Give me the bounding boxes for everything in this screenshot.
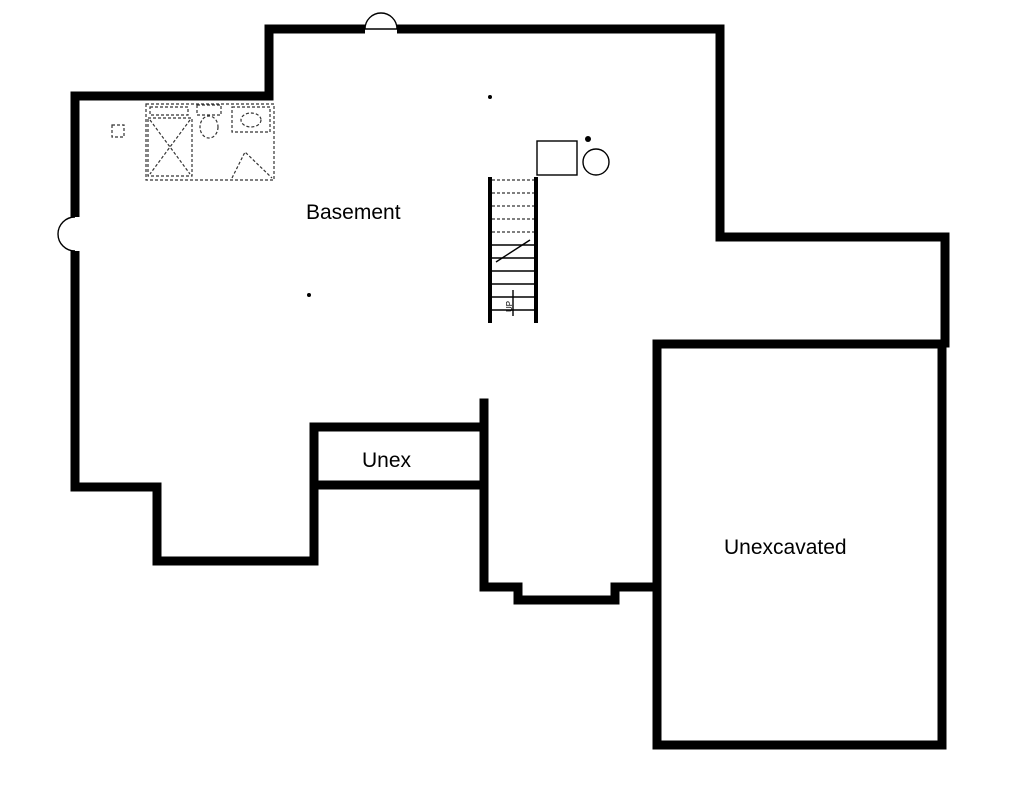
window-left: [57, 216, 80, 252]
dot-marker: [307, 293, 311, 297]
room-label-unexcavated: Unexcavated: [724, 536, 847, 559]
room-label-basement: Basement: [306, 201, 401, 224]
exterior-wall: [70, 24, 950, 605]
mechanical-equipment: [536, 136, 610, 176]
unexcavated-wall: [652, 339, 947, 750]
bathroom-fixtures: [145, 103, 275, 181]
staircase: UP: [488, 177, 538, 323]
stair-up-label: UP: [505, 301, 514, 312]
room-label-unex: Unex: [362, 449, 412, 472]
window-top: [364, 12, 398, 34]
floor-drain-marker: [111, 124, 125, 138]
dot-marker: [488, 95, 492, 99]
